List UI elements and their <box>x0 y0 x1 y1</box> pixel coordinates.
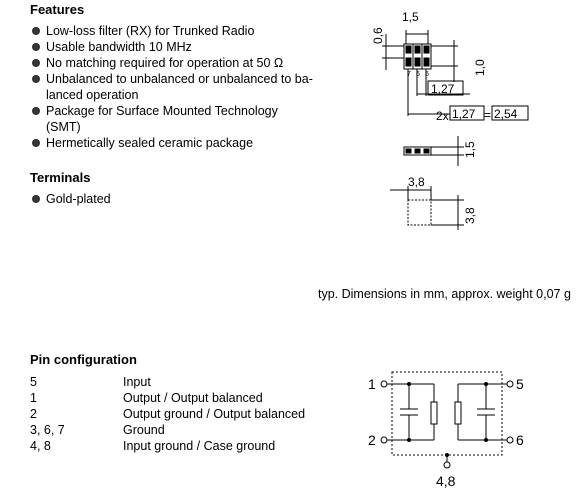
pin-label-7: 7 <box>407 71 411 78</box>
feature-item: Hermetically sealed ceramic package <box>30 135 330 151</box>
feature-item: Package for Surface Mounted Technology (S… <box>30 103 330 135</box>
pin-number: 3, 6, 7 <box>30 423 65 437</box>
feature-text: Hermetically sealed ceramic package <box>46 136 254 150</box>
schematic-label-5: 5 <box>516 376 524 392</box>
pin-row: 4, 8 Input ground / Case ground <box>30 438 330 454</box>
feature-text: No matching required for operation at 50… <box>46 56 284 70</box>
schematic-lines <box>387 371 507 462</box>
dim-total-box <box>491 105 529 121</box>
pin-number: 2 <box>30 407 37 421</box>
dim-length: 3,8 <box>463 207 477 224</box>
schematic-nodes <box>407 382 488 457</box>
dimensions-note: typ. Dimensions in mm, approx. weight 0,… <box>318 287 571 301</box>
dim-equals: = <box>484 108 491 122</box>
feature-text-continued: (SMT) <box>46 120 81 134</box>
package-side-view <box>403 136 464 166</box>
feature-text: Package for Surface Mounted Technology <box>46 104 278 118</box>
features-heading: Features <box>30 2 85 17</box>
pin-row: 2 Output ground / Output balanced <box>30 406 330 422</box>
features-list: Low-loss filter (RX) for Trunked Radio U… <box>30 23 330 151</box>
pin-configuration-heading: Pin configuration <box>30 352 137 367</box>
feature-item: Unbalanced to unbalanced or unbalanced t… <box>30 71 330 103</box>
package-bottom-view <box>390 186 464 230</box>
package-drawing: 1,5 0,6 1,0 7 6 5 1,27 2x 1,27 = 2,54 1,… <box>371 10 529 230</box>
feature-item: Low-loss filter (RX) for Trunked Radio <box>30 23 330 39</box>
pin-label-6: 6 <box>416 71 420 78</box>
feature-item: No matching required for operation at 50… <box>30 55 330 71</box>
dim-pitch: 1,27 <box>431 82 455 96</box>
pin-label-5: 5 <box>425 71 429 78</box>
pin-configuration-table: 5 Input 1 Output / Output balanced 2 Output… <box>30 374 330 454</box>
dim-top: 1,5 <box>402 10 419 24</box>
dim-height: 1,5 <box>463 141 477 158</box>
pin-row: 3, 6, 7 Ground <box>30 422 330 438</box>
terminal-item: Gold-plated <box>30 191 330 207</box>
dim-pitch-box <box>427 80 464 96</box>
pin-function: Input <box>123 375 151 389</box>
feature-text: Usable bandwidth 10 MHz <box>46 40 192 54</box>
dim-width: 3,8 <box>408 175 425 189</box>
schematic-terminals <box>380 380 514 469</box>
pin-number: 5 <box>30 375 37 389</box>
dim-right: 1,0 <box>473 59 487 76</box>
pin-number: 1 <box>30 391 37 405</box>
pin-row: 5 Input <box>30 374 330 390</box>
feature-item: Usable bandwidth 10 MHz <box>30 39 330 55</box>
dim-prefix: 2x <box>436 109 449 123</box>
pin-function: Output ground / Output balanced <box>123 407 306 421</box>
terminals-heading: Terminals <box>30 170 91 185</box>
pin-function: Input ground / Case ground <box>123 439 276 453</box>
schematic-label-2: 2 <box>368 432 376 448</box>
pin-number: 4, 8 <box>30 439 51 453</box>
pin-function: Ground <box>123 423 165 437</box>
dim-total: 2,54 <box>494 107 518 121</box>
schematic-label-48: 4,8 <box>436 473 456 489</box>
dim-pitch-box-2 <box>449 105 485 121</box>
schematic-label-6: 6 <box>516 432 524 448</box>
schematic-label-1: 1 <box>368 376 376 392</box>
terminal-text: Gold-plated <box>46 192 111 206</box>
feature-text: Unbalanced to unbalanced or unbalanced t… <box>46 72 313 86</box>
feature-text-continued: lanced operation <box>46 88 139 102</box>
pin-schematic: 1 2 5 6 4,8 <box>368 371 524 489</box>
feature-text: Low-loss filter (RX) for Trunked Radio <box>46 24 255 38</box>
pin-function: Output / Output balanced <box>123 391 263 405</box>
terminals-list: Gold-plated <box>30 191 330 207</box>
dim-pitch-2: 1,27 <box>452 107 476 121</box>
package-top-view <box>382 30 470 116</box>
dim-left: 0,6 <box>371 27 385 44</box>
pin-row: 1 Output / Output balanced <box>30 390 330 406</box>
